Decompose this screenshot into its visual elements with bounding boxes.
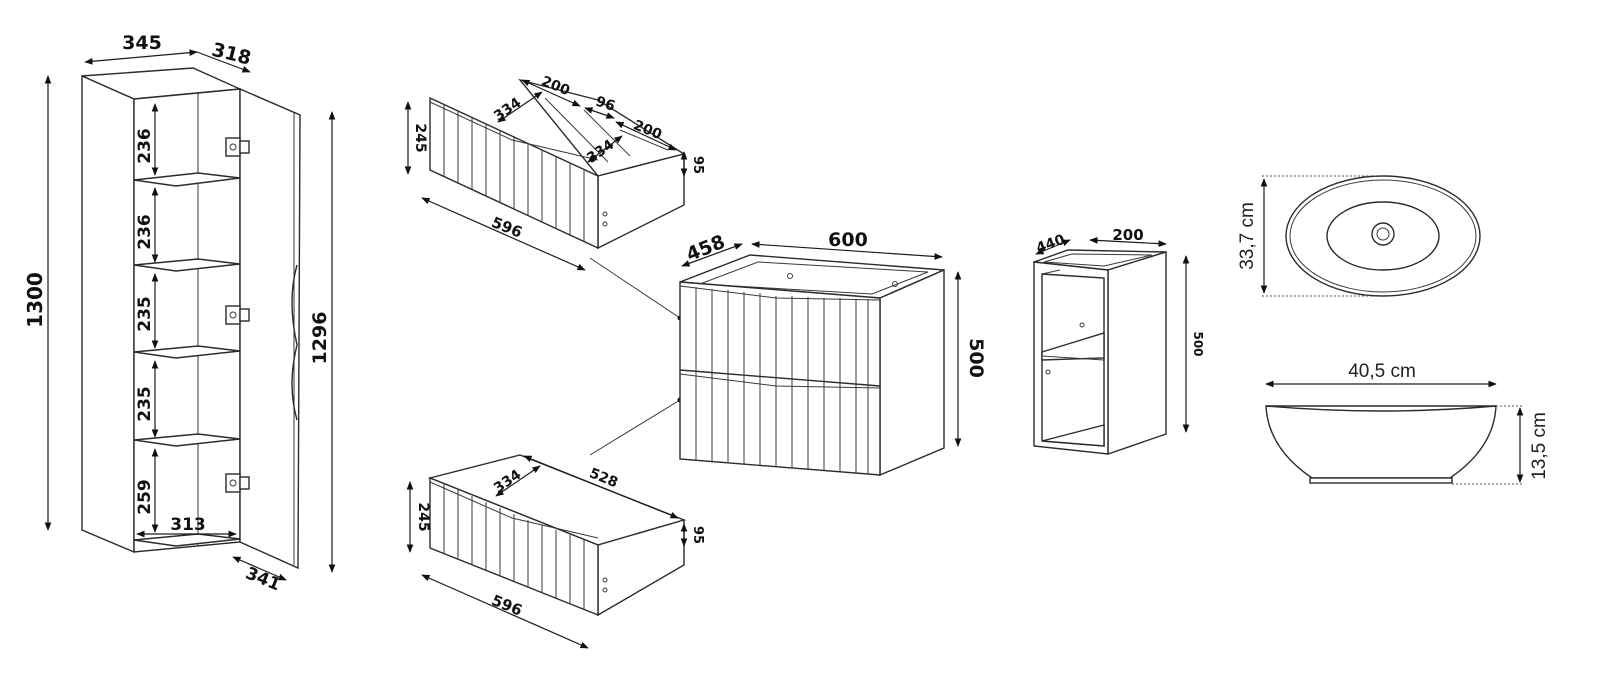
basin-side-view: 40,5 cm 13,5 cm bbox=[1265, 361, 1550, 485]
dim-inner-width-313: 313 bbox=[170, 515, 206, 535]
dim-width-345: 345 bbox=[122, 32, 162, 54]
dim-front-height-245-lower: 245 bbox=[415, 502, 431, 531]
hinge-icon bbox=[225, 137, 250, 157]
side-cabinet: 440 200 500 bbox=[1033, 226, 1205, 455]
dim-basin-width: 40,5 cm bbox=[1348, 361, 1416, 382]
dim-shelf-gap-5: 259 bbox=[135, 479, 155, 515]
dim-shelf-gap-2: 236 bbox=[135, 214, 155, 250]
dim-depth-318: 318 bbox=[210, 39, 254, 70]
dim-shelf-gap-4: 235 bbox=[135, 386, 155, 422]
dim-basin-depth: 33,7 cm bbox=[1237, 202, 1258, 270]
dim-inner-depth-left: 334 bbox=[491, 95, 524, 125]
drain-icon bbox=[1371, 222, 1395, 246]
dim-door-341: 341 bbox=[243, 563, 283, 595]
dim-height-1300: 1300 bbox=[23, 272, 47, 328]
tall-cabinet: 345 318 1300 1296 236 236 235 235 259 31… bbox=[23, 32, 336, 595]
dim-front-height-245: 245 bbox=[412, 123, 428, 152]
dim-width-596: 596 bbox=[489, 213, 525, 241]
cabinet-door bbox=[239, 87, 301, 570]
dim-depth-458: 458 bbox=[683, 231, 728, 266]
dim-height-500: 500 bbox=[965, 338, 987, 378]
door-handle bbox=[291, 264, 298, 421]
dim-height-1296: 1296 bbox=[309, 312, 331, 365]
upper-drawer: 245 596 334 200 96 200 334 95 bbox=[404, 73, 705, 321]
lower-drawer: 245 596 334 528 95 bbox=[406, 397, 705, 649]
dim-side-95-upper: 95 bbox=[690, 156, 705, 174]
dim-width-200: 200 bbox=[1112, 226, 1143, 244]
dim-height-500-side: 500 bbox=[1191, 331, 1205, 356]
dim-width-600: 600 bbox=[828, 229, 868, 251]
dim-width-596-lower: 596 bbox=[489, 591, 525, 619]
vanity-cabinet: 458 600 500 bbox=[679, 229, 987, 477]
dim-shelf-gap-1: 236 bbox=[135, 128, 155, 164]
dim-side-95-lower: 95 bbox=[690, 526, 705, 544]
hinge-icon bbox=[225, 473, 250, 493]
hinge-icon bbox=[225, 305, 250, 325]
dim-basin-height: 13,5 cm bbox=[1529, 412, 1550, 480]
basin-top-view: 33,7 cm bbox=[1237, 175, 1481, 297]
dim-shelf-gap-3: 235 bbox=[135, 296, 155, 332]
dim-divider-96: 96 bbox=[593, 94, 616, 115]
